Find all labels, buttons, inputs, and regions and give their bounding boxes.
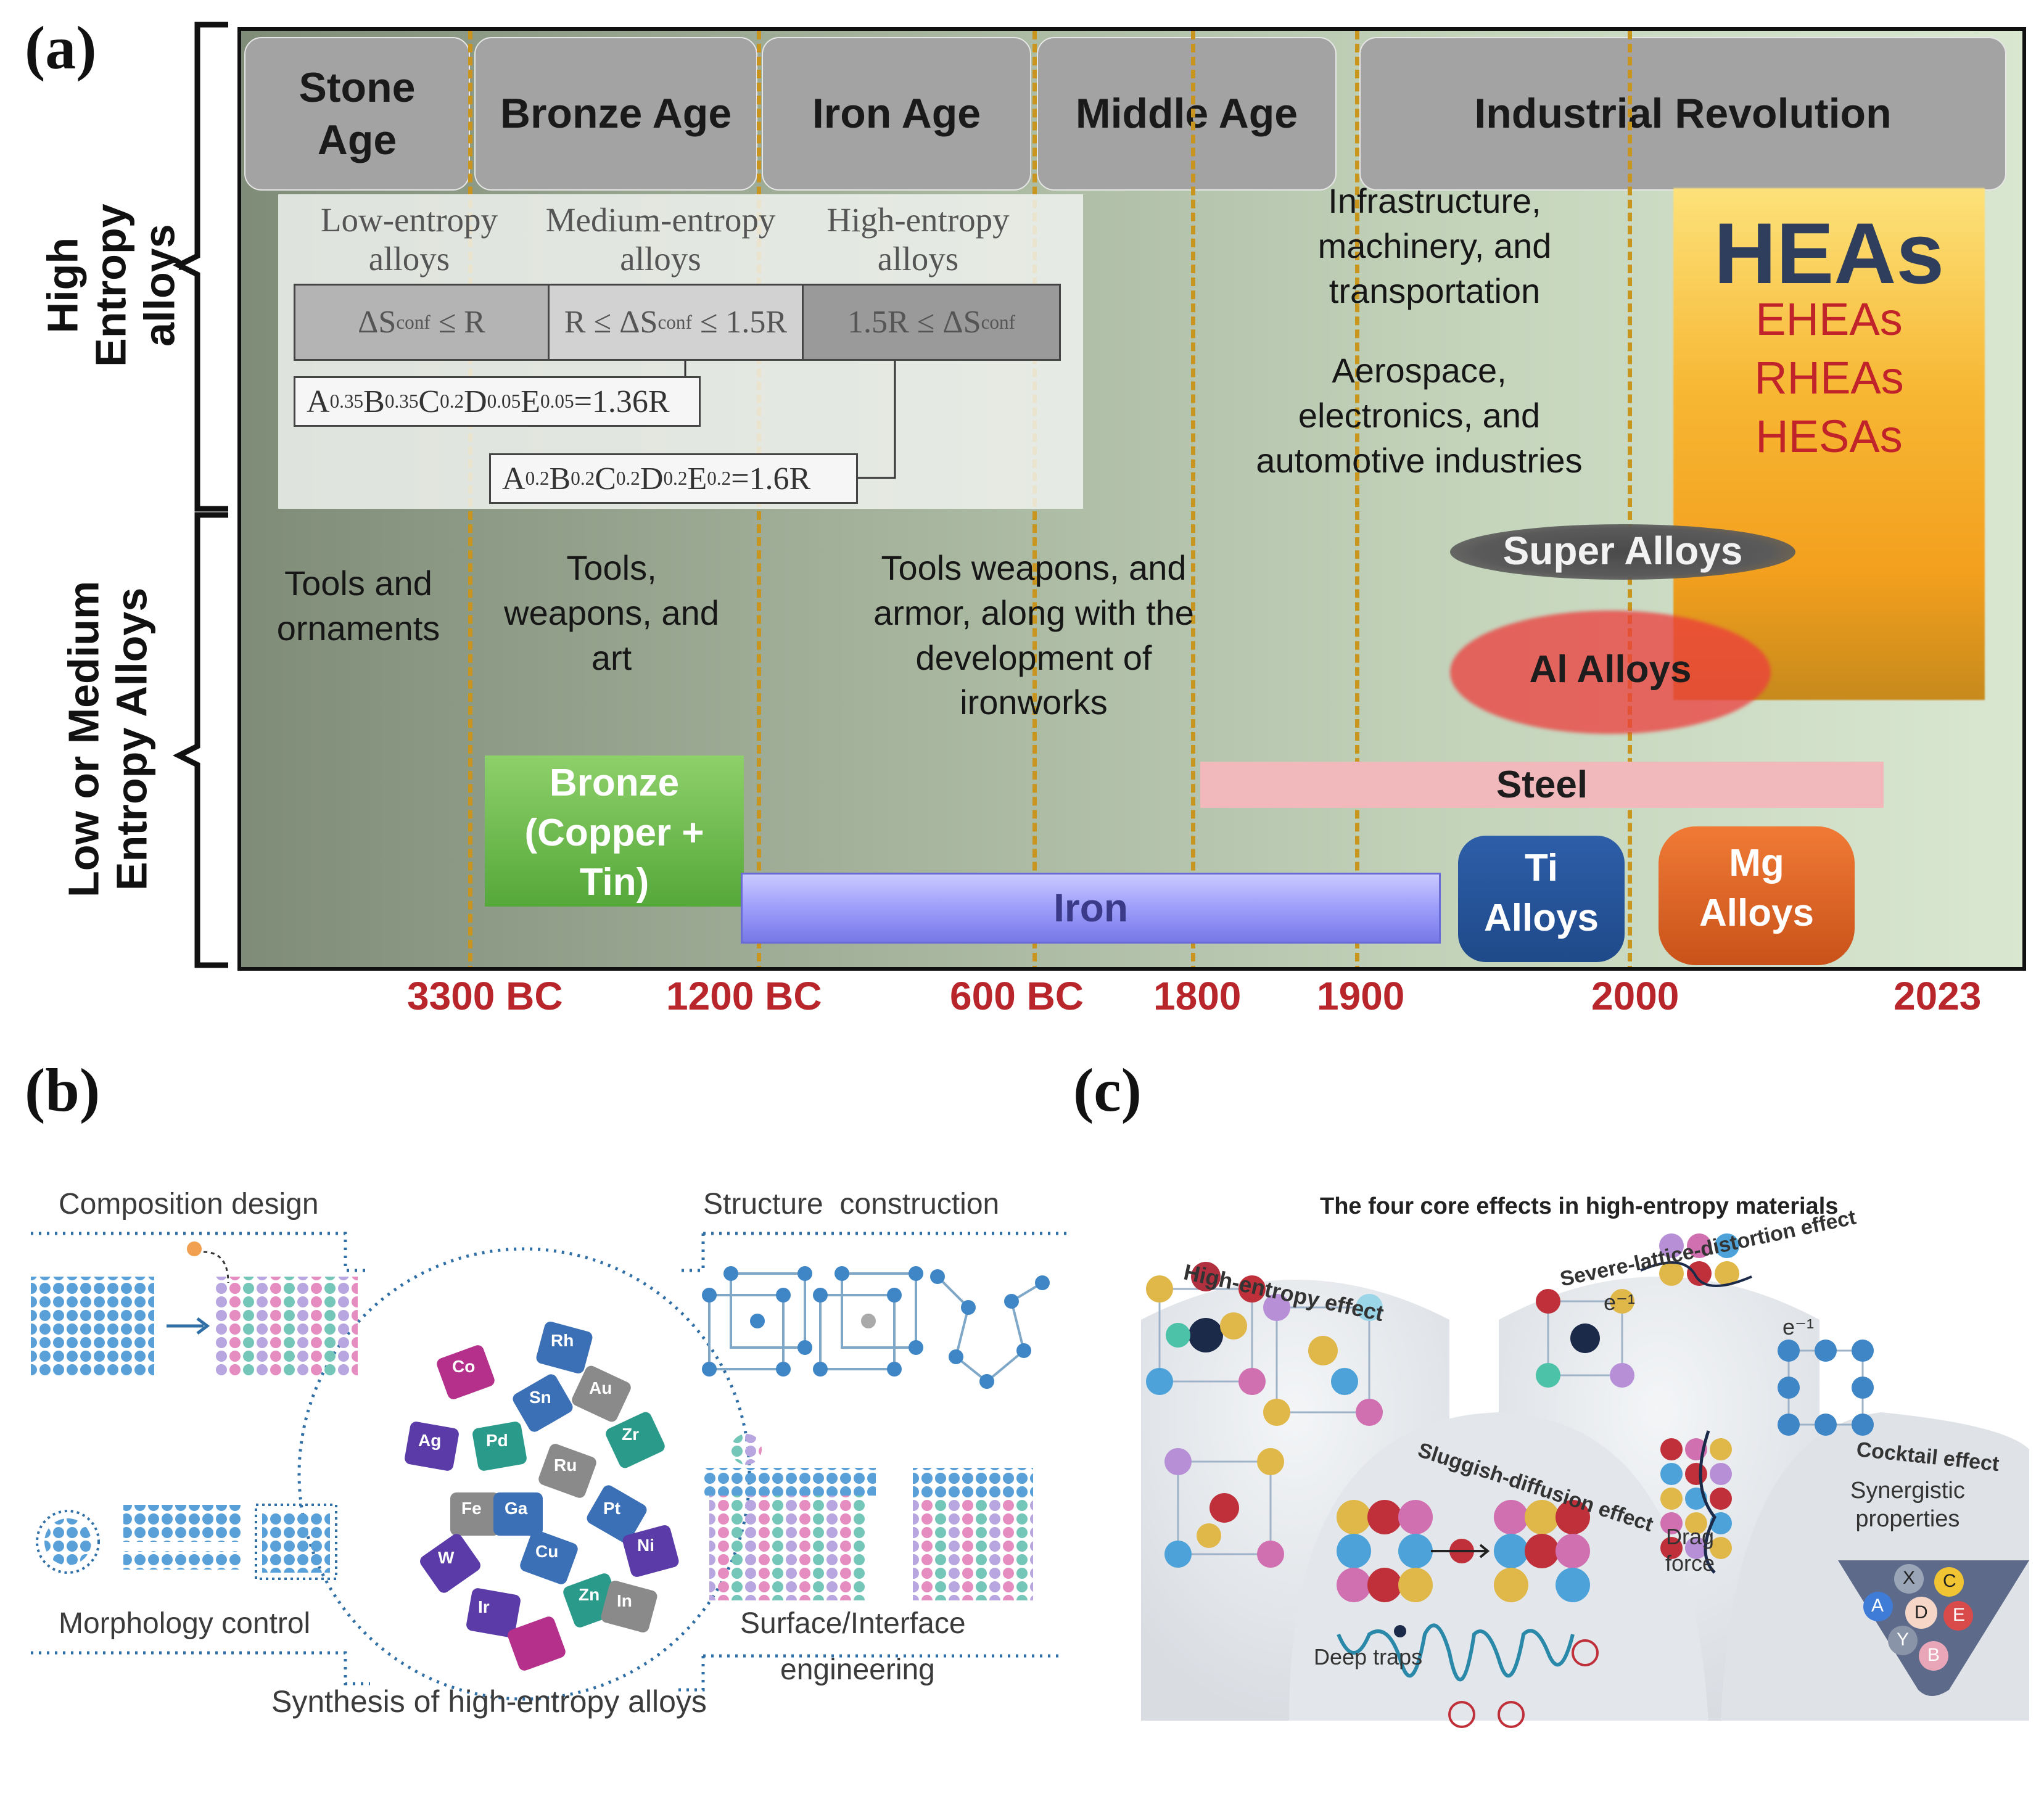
- divider-1900: [1355, 31, 1359, 967]
- low-entropy-header: Low-entropy alloys: [320, 201, 498, 278]
- steel-bar: [1200, 762, 1884, 808]
- heas-title: HEAs: [1713, 205, 1945, 302]
- heas-type-eheas: EHEAs: [1755, 294, 1903, 345]
- synergistic-properties-label: Synergistic properties: [1850, 1478, 1965, 1532]
- cocktail-c: C: [1943, 1571, 1956, 1591]
- stone-age-uses: Tools and ornaments: [276, 564, 440, 648]
- high-entropy-axis-label: High Entropy alloys: [38, 204, 184, 367]
- divider-1800: [1191, 31, 1195, 967]
- puzzle-in: In: [617, 1591, 632, 1610]
- drag-force-label: Drag force: [1665, 1524, 1715, 1576]
- puzzle-ag: Ag: [418, 1431, 442, 1450]
- engineering-label: engineering: [780, 1653, 935, 1686]
- year-2000: 2000: [1591, 974, 1679, 1018]
- heas-type-hesas: HESAs: [1755, 411, 1903, 462]
- industrial-uses-2: Aerospace, electronics, and automotive i…: [1256, 351, 1583, 480]
- medium-entropy-header: Medium-entropy alloys: [545, 201, 776, 278]
- composition-design-label: Composition design: [59, 1188, 319, 1220]
- bronze-box: [485, 755, 744, 907]
- iron-label: Iron: [1053, 886, 1128, 930]
- year-1900: 1900: [1317, 974, 1405, 1018]
- steel-label: Steel: [1496, 764, 1588, 806]
- puzzle-zn: Zn: [579, 1585, 600, 1604]
- ti-alloys-label: Ti Alloys: [1483, 847, 1599, 939]
- panel-b-graphic: [31, 1232, 1067, 1701]
- puzzle-zr: Zr: [622, 1425, 639, 1444]
- ti-alloys-box: [1458, 836, 1625, 962]
- bronze-age-uses: Tools, weapons, and art: [504, 548, 719, 677]
- panel-b-label: (b): [25, 1056, 101, 1124]
- structure-construction-label: Structure construction: [703, 1188, 1000, 1220]
- puzzle-sn: Sn: [529, 1388, 551, 1407]
- puzzle-ir: Ir: [478, 1597, 490, 1616]
- electron-label-right: e⁻¹: [1782, 1314, 1815, 1340]
- era-industrial-revolution: Industrial Revolution: [1359, 37, 2006, 191]
- panel-c-label: (c): [1073, 1056, 1142, 1124]
- panel-a-label: (a): [25, 14, 97, 82]
- panel-c-graphic: [1141, 1233, 2029, 1728]
- puzzle-ga: Ga: [505, 1499, 528, 1518]
- bronze-label: Bronze (Copper + Tin): [524, 762, 704, 904]
- year-2023: 2023: [1894, 974, 1982, 1018]
- morphology-control-label: Morphology control: [59, 1607, 311, 1640]
- electron-label-left: e⁻¹: [1604, 1290, 1636, 1315]
- era-iron-age: Iron Age: [762, 37, 1031, 191]
- high-entropy-header: High-entropy alloys: [826, 201, 1010, 278]
- puzzle-co: Co: [452, 1357, 476, 1376]
- era-bronze-age: Bronze Age: [474, 37, 757, 191]
- heas-block: [1673, 188, 1985, 700]
- industrial-uses-1: Infrastructure, machinery, and transport…: [1317, 181, 1552, 310]
- year-3300bc: 3300 BC: [407, 974, 563, 1018]
- al-alloys-ellipse: [1450, 611, 1771, 734]
- puzzle-ni: Ni: [637, 1536, 654, 1555]
- mg-alloys-box: [1659, 826, 1855, 965]
- puzzle-fe: Fe: [461, 1499, 482, 1518]
- cocktail-e: E: [1953, 1605, 1966, 1625]
- cocktail-b: B: [1927, 1645, 1940, 1665]
- mg-alloys-label: Mg Alloys: [1699, 842, 1815, 934]
- iron-age-uses: Tools weapons, and armor, along with the…: [873, 548, 1194, 722]
- core-effects-title: The four core effects in high-entropy ma…: [1320, 1193, 1839, 1219]
- low-medium-entropy-axis-label: Low or Medium Entropy Alloys: [59, 580, 156, 898]
- synthesis-caption: Synthesis of high-entropy alloys: [271, 1684, 707, 1719]
- puzzle-ru: Ru: [554, 1455, 577, 1475]
- puzzle-pd: Pd: [486, 1431, 508, 1450]
- entropy-classification-inset: Low-entropy alloys Medium-entropy alloys…: [278, 194, 1083, 509]
- surface-interface-label: Surface/Interface: [740, 1607, 966, 1640]
- era-middle-age: Middle Age: [1037, 37, 1337, 191]
- year-600bc: 600 BC: [950, 974, 1084, 1018]
- era-stone-age: Stone Age: [244, 37, 470, 191]
- puzzle-w: W: [438, 1548, 455, 1567]
- puzzle-au: Au: [589, 1378, 612, 1397]
- puzzle-rh: Rh: [551, 1331, 574, 1350]
- cocktail-d: D: [1914, 1602, 1928, 1623]
- puzzle-cu: Cu: [535, 1542, 559, 1561]
- deep-traps-label: Deep traps: [1314, 1644, 1423, 1669]
- axis-brackets: [172, 22, 228, 968]
- heas-type-rheas: RHEAs: [1754, 352, 1904, 403]
- year-1200bc: 1200 BC: [666, 974, 822, 1018]
- puzzle-pt: Pt: [603, 1499, 620, 1518]
- divider-2000: [1628, 31, 1632, 967]
- year-1800: 1800: [1153, 974, 1242, 1018]
- iron-bar: [741, 873, 1441, 944]
- super-alloys-bar: [1450, 524, 1795, 580]
- timeline-chart: Stone Age Bronze Age Iron Age Middle Age…: [237, 27, 2026, 971]
- al-alloys-label: Al Alloys: [1529, 648, 1692, 691]
- cocktail-a: A: [1871, 1595, 1884, 1616]
- cocktail-y: Y: [1897, 1629, 1910, 1650]
- cocktail-x: X: [1903, 1568, 1916, 1588]
- super-alloys-label: Super Alloys: [1502, 529, 1743, 573]
